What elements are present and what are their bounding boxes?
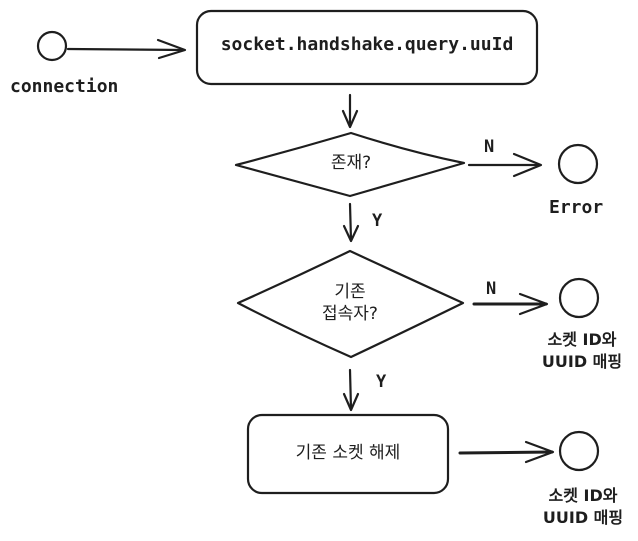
arrowhead-existing-no <box>518 292 549 316</box>
mapping-circle-2 <box>558 430 600 472</box>
release-box <box>246 413 450 495</box>
arrowhead-release-to-mapping <box>524 440 555 464</box>
arrowhead-exists-no <box>512 152 543 178</box>
arrowhead-start-to-handshake <box>156 38 187 60</box>
handshake-box <box>195 9 539 86</box>
arrow-release-to-mapping <box>458 450 554 455</box>
arrow-exists-yes <box>348 202 353 242</box>
arrow-start-to-handshake <box>66 47 186 52</box>
arrowhead-exists-yes <box>342 224 360 243</box>
error-label: Error <box>549 197 604 218</box>
existing-yes-label: Y <box>376 372 387 392</box>
exists-yes-label: Y <box>372 211 383 231</box>
start-label: connection <box>10 76 119 97</box>
arrowhead-existing-yes <box>342 392 360 412</box>
error-circle <box>557 143 599 185</box>
exists-no-label: N <box>484 137 495 157</box>
handshake-label: socket.handshake.query.uuId <box>220 34 514 55</box>
existing-no-label: N <box>486 279 497 299</box>
release-label: 기존 소켓 해제 <box>295 443 401 463</box>
arrowhead-handshake-to-exists <box>341 109 359 129</box>
existing-label: 기존 접속자? <box>322 282 378 325</box>
mapping-label-2: 소켓 ID와 UUID 매핑 <box>542 486 624 527</box>
existing-diamond <box>236 249 465 359</box>
exists-label: 존재? <box>330 153 372 173</box>
mapping-circle-1 <box>558 277 600 319</box>
start-circle <box>36 30 68 62</box>
arrow-existing-yes <box>348 368 353 411</box>
exists-diamond <box>234 131 466 198</box>
mapping-label-1: 소켓 ID와 UUID 매핑 <box>541 330 623 371</box>
